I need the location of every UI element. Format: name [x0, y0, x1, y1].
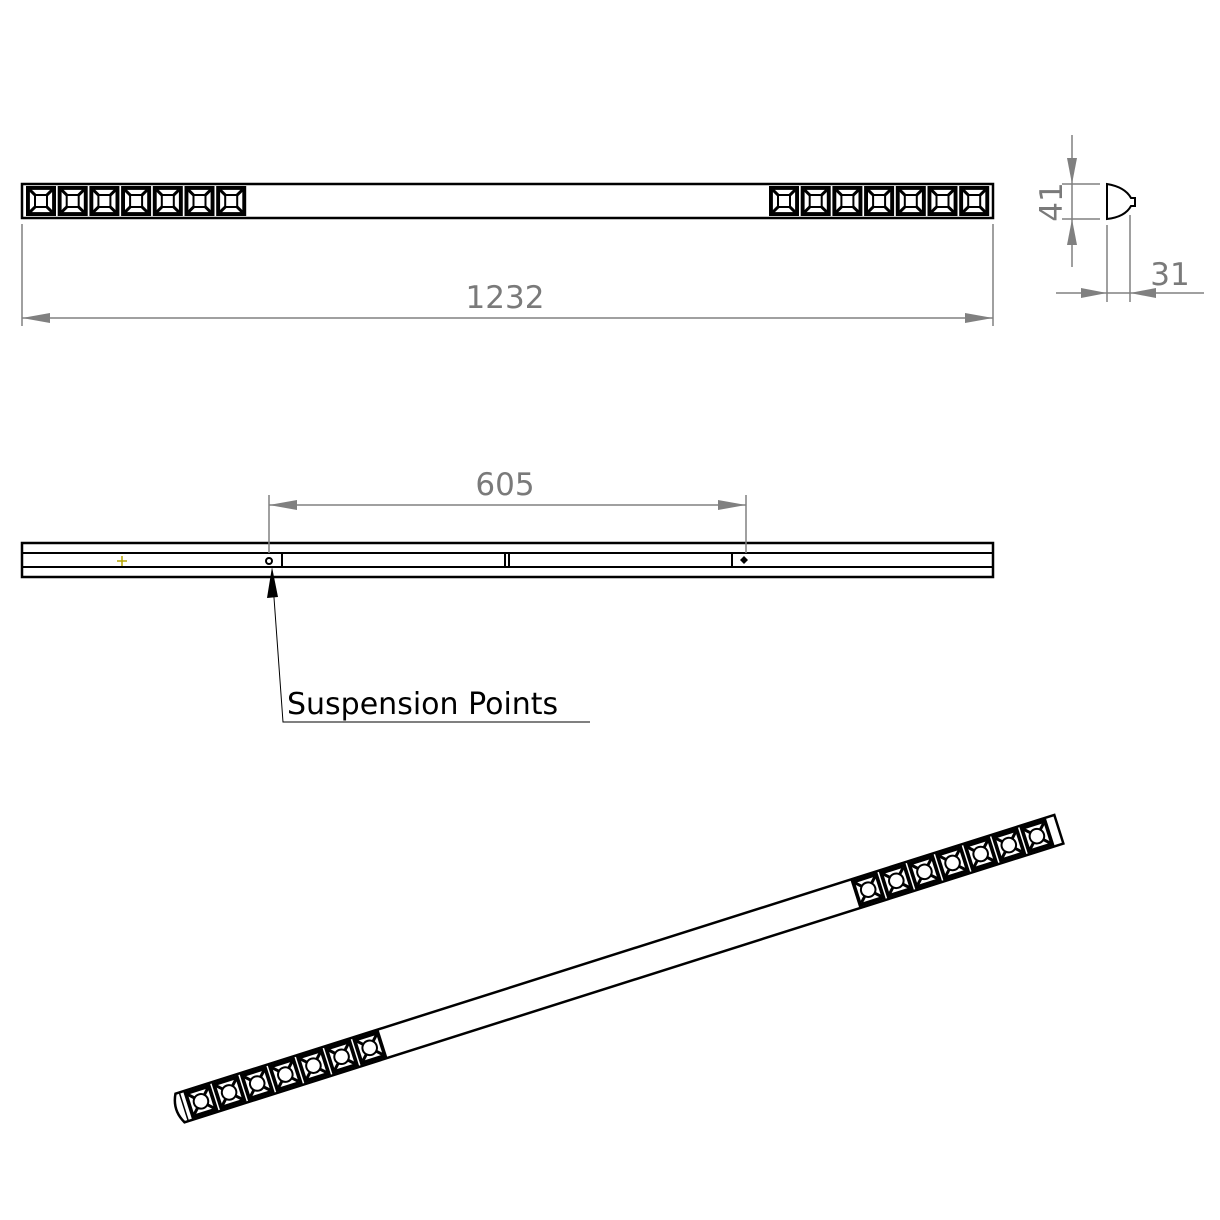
led-cell	[850, 872, 886, 908]
arrowhead	[269, 500, 297, 510]
arrowhead	[1130, 288, 1156, 298]
led-cell	[959, 186, 990, 216]
led-cell	[89, 186, 120, 216]
led-cell	[963, 836, 999, 872]
luminaire-body-iso	[173, 813, 1065, 1124]
led-cell	[183, 1083, 219, 1119]
led-cell	[864, 186, 895, 216]
led-cell	[323, 1039, 360, 1075]
led-cell	[57, 186, 88, 216]
arrowhead	[965, 313, 993, 323]
led-cell	[211, 1074, 247, 1111]
led-cell	[832, 186, 863, 216]
led-cell	[121, 186, 152, 216]
led-cell	[895, 186, 926, 216]
led-cell	[26, 186, 56, 216]
led-cell	[906, 854, 943, 890]
dimension-spacing-label: 605	[475, 467, 534, 503]
led-cell	[239, 1065, 275, 1102]
dimension-length-label: 1232	[466, 280, 545, 316]
led-cell	[184, 186, 215, 216]
led-cell	[216, 186, 247, 216]
origin-marker-icon	[117, 556, 127, 566]
led-cell	[800, 186, 831, 216]
led-cell	[878, 863, 914, 899]
slot	[281, 552, 506, 568]
isometric-view	[173, 813, 1065, 1124]
led-cells-right-iso	[850, 818, 1055, 908]
leader-line	[271, 569, 590, 723]
led-cell	[927, 186, 958, 216]
suspension-point-right	[740, 556, 748, 564]
luminaire-body-bottom	[20, 541, 995, 579]
led-cell	[152, 186, 183, 216]
led-cell	[1019, 818, 1055, 854]
led-cell	[991, 827, 1027, 863]
slot	[508, 552, 733, 568]
arrowhead	[718, 500, 746, 510]
bottom-view: 605 Suspension Points	[20, 467, 995, 723]
profile-view: 41 31	[1034, 135, 1204, 302]
dimension-depth-label: 31	[1150, 257, 1189, 293]
arrowhead	[1067, 219, 1077, 245]
led-cells-left	[26, 186, 247, 216]
led-cells-right	[769, 186, 990, 216]
led-cell	[267, 1057, 303, 1093]
dimension-height-label: 41	[1034, 182, 1070, 221]
leader-arrowhead	[267, 567, 278, 598]
led-cell	[934, 845, 971, 881]
led-cell	[352, 1030, 388, 1066]
arrowhead	[1067, 158, 1077, 184]
profile-section	[1106, 182, 1136, 221]
front-view: 1232	[20, 182, 995, 326]
arrowhead	[22, 313, 50, 323]
led-cell	[769, 186, 799, 216]
luminaire-body	[20, 182, 995, 220]
led-cell	[295, 1048, 332, 1084]
arrowhead	[1081, 288, 1107, 298]
suspension-point-left	[265, 557, 273, 565]
callout-suspension-points: Suspension Points	[287, 687, 558, 722]
led-cells-left-iso	[183, 1030, 388, 1119]
